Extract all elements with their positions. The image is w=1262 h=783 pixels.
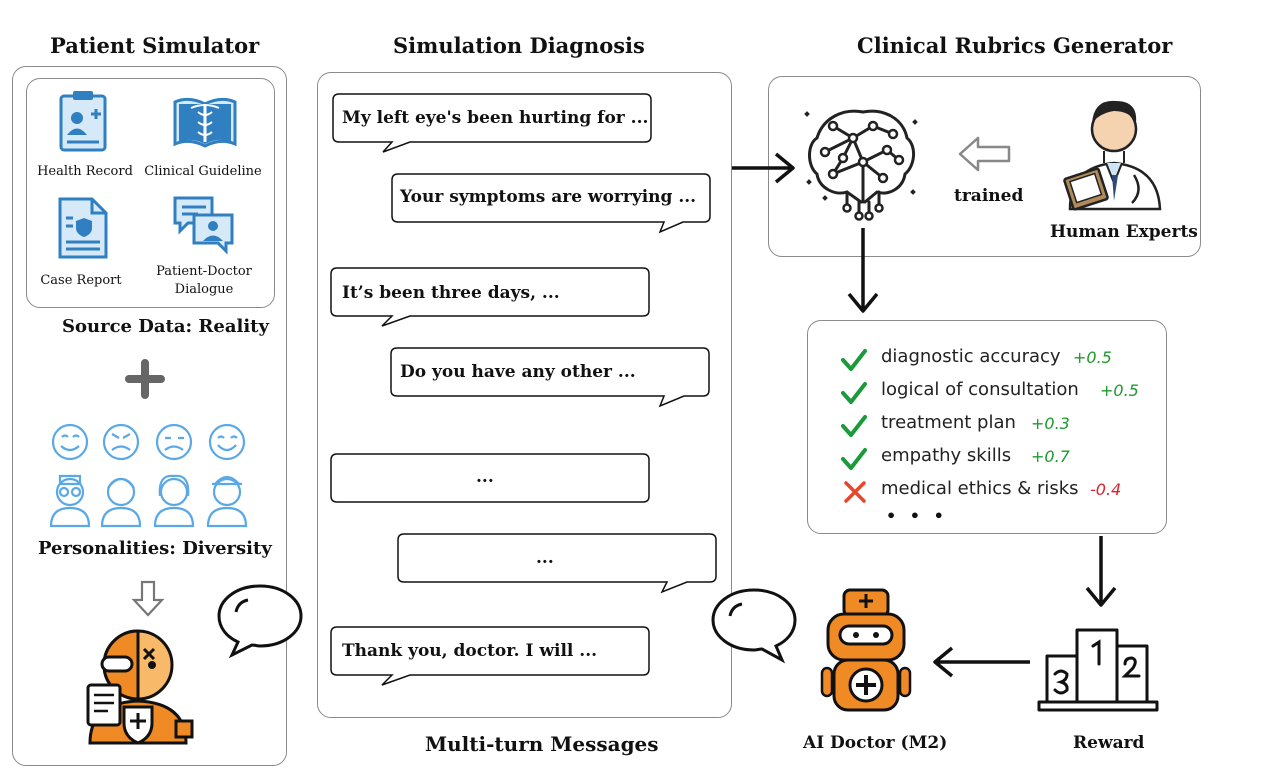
chat-bubble-shape <box>332 93 652 153</box>
case-report-icon <box>58 197 108 259</box>
rubric-score-4: +0.7 <box>1031 447 1070 466</box>
message-3: It’s been three days, ... <box>342 283 560 303</box>
chat-bubble-shape <box>330 267 650 327</box>
rubric-label-2: logical of consultation <box>881 379 1079 400</box>
rubric-label-3: treatment plan <box>881 412 1016 433</box>
reward-podium-icon <box>1037 628 1159 712</box>
message-7: Thank you, doctor. I will ... <box>342 641 598 661</box>
multi-turn-caption: Multi-turn Messages <box>425 732 659 756</box>
ai-doctor-robot-icon <box>820 588 912 712</box>
chat-bubble-shape <box>330 626 650 686</box>
check-icon <box>841 382 867 404</box>
human-expert-icon <box>1063 100 1162 211</box>
rubric-score-2: +0.5 <box>1100 381 1139 400</box>
down-arrow-icon <box>131 580 165 617</box>
reward-label: Reward <box>1073 733 1145 753</box>
cross-icon <box>844 481 866 503</box>
simulation-title: Simulation Diagnosis <box>393 33 645 58</box>
source-label-dialogue: Patient-Doctor Dialogue <box>156 264 252 297</box>
human-experts-label: Human Experts <box>1050 222 1198 242</box>
message-4: Do you have any other ... <box>400 362 636 382</box>
chat-bubble-shape <box>397 533 717 594</box>
plus-icon <box>125 359 165 399</box>
neural-network-icon <box>804 109 918 221</box>
clinical-guideline-icon <box>173 97 237 148</box>
check-icon <box>841 448 867 470</box>
rubric-score-3: +0.3 <box>1031 414 1070 433</box>
arrow-to-generator <box>732 152 795 184</box>
personalities-caption: Personalities: Diversity <box>38 538 272 559</box>
message-6: ... <box>536 548 554 568</box>
arrow-to-ai-doctor <box>933 646 1030 678</box>
message-1: My left eye's been hurting for ... <box>342 108 649 128</box>
patient-avatar-icon <box>86 629 194 745</box>
check-icon <box>841 415 867 437</box>
doctor-speech-icon <box>711 588 797 664</box>
trained-arrow-icon <box>958 136 1011 172</box>
arrow-to-rubrics <box>847 228 879 313</box>
rubrics-panel <box>807 320 1167 534</box>
patient-speech-icon <box>217 584 303 659</box>
message-2: Your symptoms are worrying ... <box>400 187 697 207</box>
source-label-clinical-guideline: Clinical Guideline <box>144 164 262 179</box>
rubric-score-1: +0.5 <box>1073 348 1112 367</box>
rubric-label-1: diagnostic accuracy <box>881 346 1061 367</box>
source-label-health-record: Health Record <box>37 164 133 179</box>
rubrics-generator-title: Clinical Rubrics Generator <box>857 33 1173 58</box>
personality-faces-icon <box>49 423 248 528</box>
chat-bubble-shape <box>330 453 650 503</box>
trained-label: trained <box>954 186 1024 206</box>
rubric-label-5: medical ethics & risks <box>881 478 1079 499</box>
health-record-icon <box>59 91 107 152</box>
rubric-score-5: -0.4 <box>1090 480 1122 499</box>
rubrics-more: • • • <box>886 506 948 525</box>
chat-bubble-shape <box>390 347 710 408</box>
arrow-to-reward <box>1085 536 1117 607</box>
patient-simulator-title: Patient Simulator <box>50 33 260 58</box>
message-5: ... <box>476 467 494 487</box>
check-icon <box>841 349 867 371</box>
rubric-label-4: empathy skills <box>881 445 1012 466</box>
ai-doctor-label: AI Doctor (M2) <box>803 733 948 753</box>
source-data-caption: Source Data: Reality <box>62 316 269 337</box>
chat-bubble-shape <box>391 173 711 234</box>
source-label-case-report: Case Report <box>40 273 122 288</box>
dialogue-icon <box>173 196 234 255</box>
